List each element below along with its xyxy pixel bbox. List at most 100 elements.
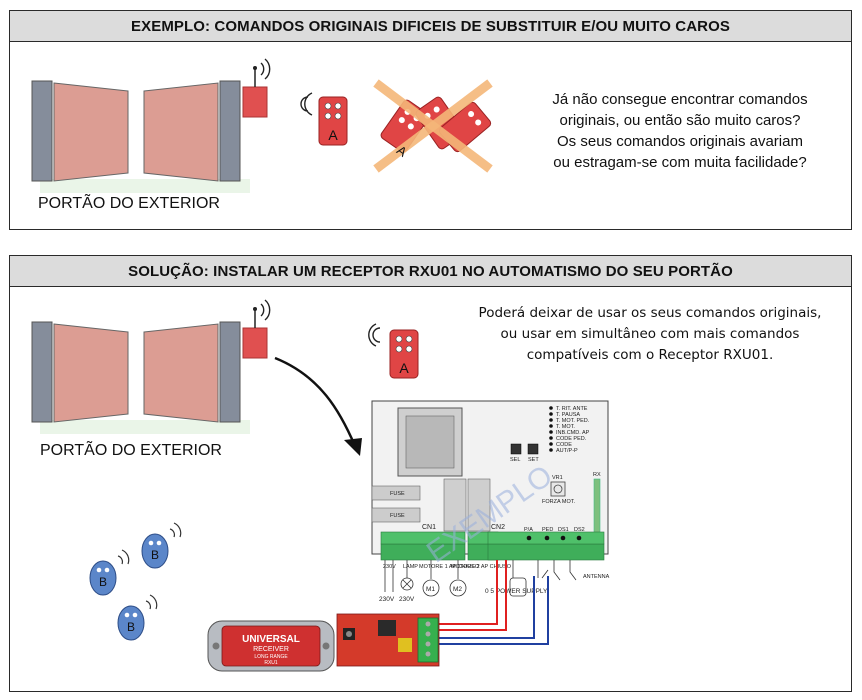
set-label: SET [528,457,539,463]
universal-receiver [207,620,335,672]
example-message-line: ou estragam-se com muita facilidade? [553,154,807,171]
solution-message-line: Poderá deixar de usar os seus comandos o… [478,305,822,321]
remote-a-letter: A [399,360,409,376]
sel-button [510,443,522,455]
solution-message-line: ou usar em simultâneo com mais comandos [500,326,800,342]
gate-motor-box [242,86,268,118]
ground-shadow [40,179,250,193]
receiver-line4: RXU1 [264,660,278,666]
wire-blue-1 [430,576,535,639]
function-label: T. MOT. [556,424,575,430]
forza-label: FORZA MOT. [542,499,575,505]
remote-b-icon-1 [89,549,130,596]
function-label: CODE PED. [556,436,587,442]
receiver-strip [593,478,601,540]
solution-panel-title: SOLUÇÃO: INSTALAR UM RECEPTOR RXU01 NO A… [10,256,851,287]
vr1-trimmer [550,481,566,497]
receiver-pcb [336,613,440,667]
input-label: DS1 [558,527,569,533]
fuse-2 [371,507,421,523]
sel-label: SEL [510,457,520,463]
gate-post-left [31,80,53,182]
gate-leaf-right [143,82,219,182]
fuse-label: FUSE [390,513,405,519]
function-label: T. MOT. PED. [556,418,590,424]
function-label: AUT/P-P [556,448,578,454]
remote-b-letter-3: B [127,620,135,634]
remote-b-icon-3 [117,594,158,641]
function-leds [549,406,553,452]
antenna-label: ANTENNA [583,574,610,580]
pcb-terminal [417,617,439,663]
input-label: PED [542,527,553,533]
receiver-line2: RECEIVER [253,646,289,653]
remote-a-icon [300,92,348,146]
symbol-label: M1 [426,586,435,593]
example-message: Já não consegue encontrar comandos origi… [530,89,830,173]
example-illustration: A A [31,58,493,193]
control-board [371,400,609,561]
remote-b-icon-2 [141,522,182,569]
cn1-label: CN1 [422,524,436,531]
function-label: INB.CMD. AP [556,430,590,436]
solution-panel: SOLUÇÃO: INSTALAR UM RECEPTOR RXU01 NO A… [9,255,852,692]
example-panel: EXEMPLO: COMANDOS ORIGINAIS DIFICEIS DE … [9,10,852,230]
wiring-symbols [384,560,577,597]
function-label: CODE [556,442,572,448]
example-message-line: originais, ou então são muito caros? [559,112,801,129]
photocell-icon [509,577,527,597]
gate-label-example: PORTÃO DO EXTERIOR [38,195,220,212]
gate-leaf-right [143,323,219,423]
fuse-1 [371,485,421,501]
rx-label: RX [593,472,601,478]
receiver-brand: UNIVERSAL [242,634,300,645]
wires [430,560,549,645]
gate-leaf-left [53,82,129,182]
solution-message-line: compatíveis com o Receptor RXU01. [526,347,774,363]
relay-1 [443,478,467,532]
symbol-label: M2 [453,586,462,593]
terminal-block-cn2 [487,531,605,561]
cross-line-2 [373,79,493,173]
gate-post-right [219,80,241,182]
gate-post-left [31,321,53,423]
arrow-to-board [274,356,357,447]
symbol-label: 230V [399,596,415,603]
terminal-group-label: MOTORE 1 AP CHIUSO [419,564,480,570]
antenna-signal-icon [260,299,271,321]
function-label: T. PAUSA [556,412,580,418]
input-label: DS2 [574,527,585,533]
motor-2-icon [449,579,467,597]
remote-a-icon [368,323,419,379]
receiver-line3: LONG RANGE [254,654,288,660]
fuse-label: FUSE [390,491,405,497]
motor-1-icon [422,579,440,597]
gate-motor-box [242,327,268,359]
terminal-group-label: LAMP [403,564,418,570]
crossed-remotes-icon [373,79,493,173]
remote-b-letter-1: B [99,575,107,589]
function-label: T. RIT. ANTE [556,406,588,412]
solution-message: Poderá deixar de usar os seus comandos o… [458,303,842,366]
gate-label-solution: PORTÃO DO EXTERIOR [40,442,222,459]
relay-2 [467,478,491,532]
terminal-group-label: 230V [383,564,396,570]
wire-blue-2 [430,576,549,645]
gate-leaf-left [53,323,129,423]
gate-post-right [219,321,241,423]
ground-shadow [40,420,250,434]
terminal-block-cn1 [380,531,466,561]
remote-a-letter: A [328,127,338,143]
input-leds [526,535,582,541]
example-message-line: Os seus comandos originais avariam [557,133,803,150]
example-message-line: Já não consegue encontrar comandos [552,91,808,108]
wire-red-1 [430,560,498,625]
cn2-label: CN2 [491,524,505,531]
symbol-label: 230V [379,596,395,603]
arrow-head-icon [344,438,362,456]
antenna-signal-icon [260,58,271,80]
wire-red-2 [430,560,507,631]
solution-illustration: A B B B [31,299,610,672]
lamp-icon [400,577,414,591]
vr1-label: VR1 [552,475,563,481]
